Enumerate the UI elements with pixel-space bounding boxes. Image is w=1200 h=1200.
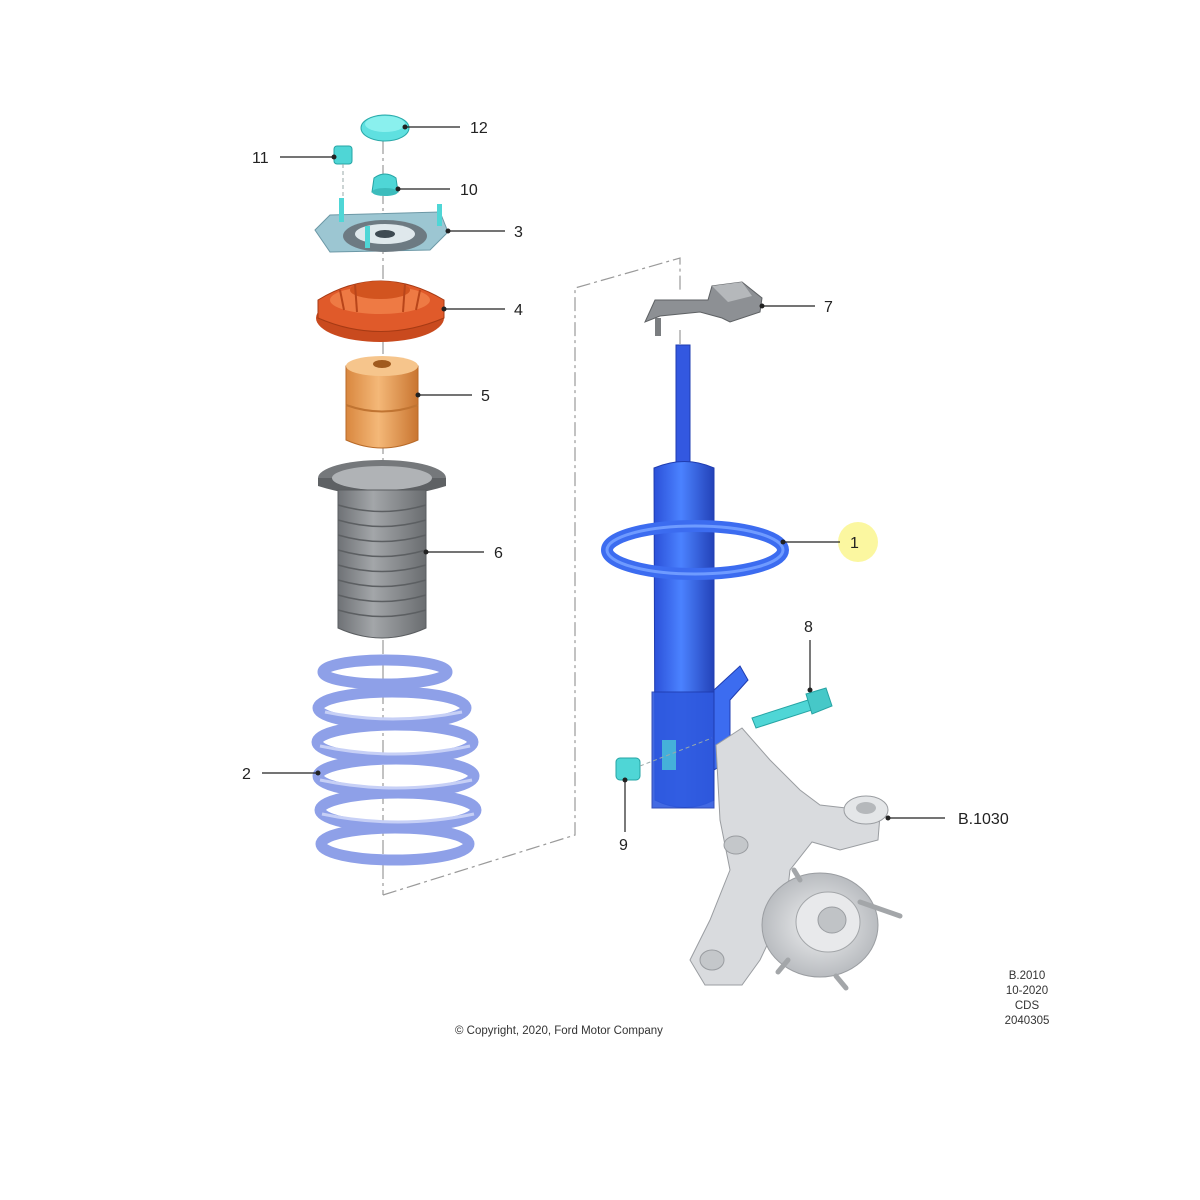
highlight-marker xyxy=(838,522,878,562)
part-2-coil-spring xyxy=(311,654,482,866)
callout-6: 6 xyxy=(494,545,503,562)
callout-10: 10 xyxy=(460,182,478,199)
callout-12: 12 xyxy=(470,120,488,137)
part-3-top-mount xyxy=(314,198,449,253)
callout-5: 5 xyxy=(481,388,490,405)
part-4-insulator xyxy=(316,280,445,342)
steering-knuckle xyxy=(689,727,903,991)
code-line-1: B.2010 xyxy=(1009,970,1045,982)
assembly-axis-lines xyxy=(382,140,681,896)
part-6-dust-boot xyxy=(318,460,446,639)
callout-9: 9 xyxy=(619,837,628,854)
callout-3: 3 xyxy=(514,224,523,241)
copyright-text: © Copyright, 2020, Ford Motor Company xyxy=(455,1025,663,1037)
code-line-3: CDS xyxy=(1015,1000,1040,1012)
spring-highlights xyxy=(319,710,475,824)
part-7-bracket xyxy=(644,281,763,336)
callout-leaders xyxy=(262,124,945,832)
part-1-strut xyxy=(601,344,878,809)
callout-7: 7 xyxy=(824,299,833,316)
part-8-bolt xyxy=(751,687,833,729)
callout-labels: 12 11 10 3 4 5 6 2 7 1 8 9 B.1030 xyxy=(242,120,1009,854)
code-line-2: 10-2020 xyxy=(1006,985,1048,997)
drawing-code-block: B.2010 10-2020 CDS 2040305 xyxy=(1005,970,1050,1027)
callout-1: 1 xyxy=(850,535,859,552)
part-9-nut xyxy=(615,737,713,781)
callout-2: 2 xyxy=(242,766,251,783)
code-line-4: 2040305 xyxy=(1005,1015,1050,1027)
callout-ref-b1030: B.1030 xyxy=(958,811,1009,828)
part-5-bump-stop xyxy=(345,356,419,449)
part-10-top-nut xyxy=(371,173,399,196)
callout-11: 11 xyxy=(252,150,269,167)
callout-8: 8 xyxy=(804,619,813,636)
callout-4: 4 xyxy=(514,302,523,319)
part-12-cap xyxy=(360,114,410,142)
